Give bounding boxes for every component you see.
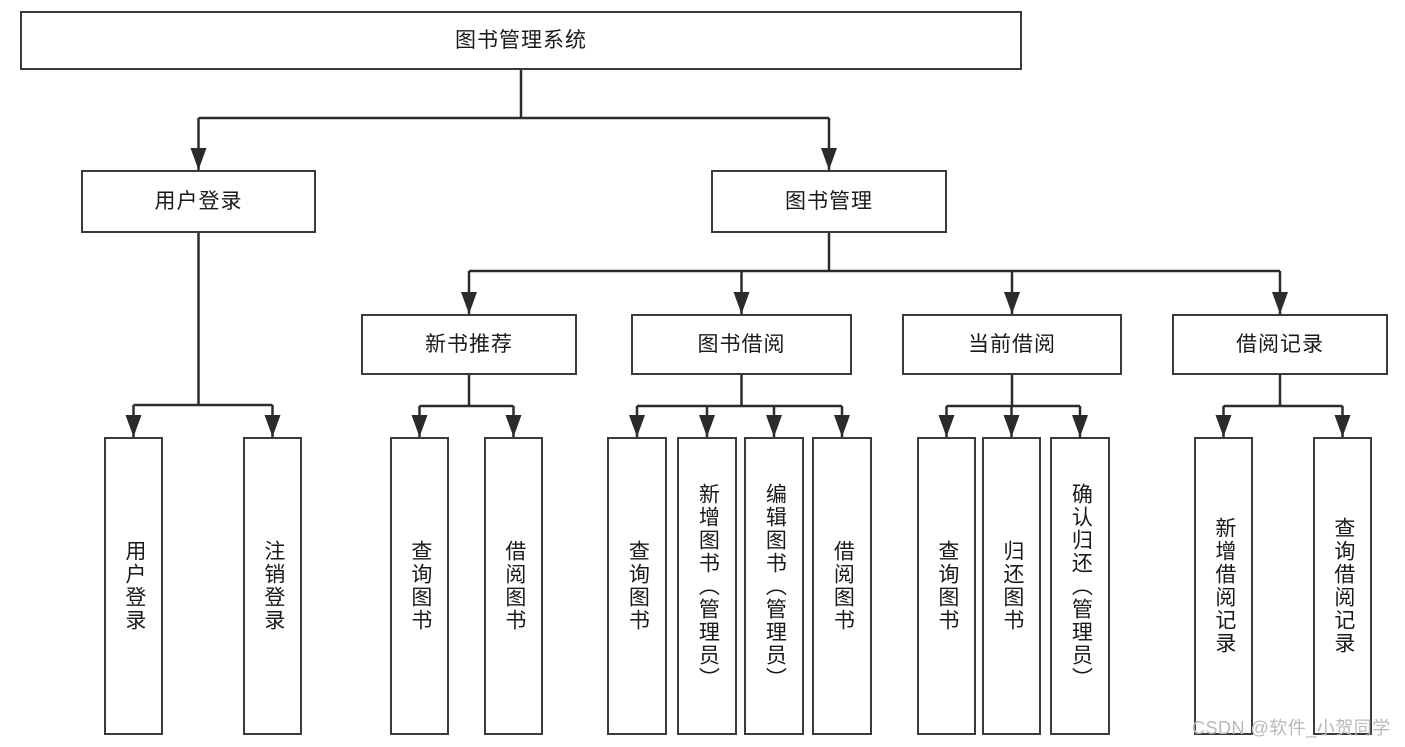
node-label-leaf-return-book: 归还图书 (1000, 540, 1024, 632)
node-label-book-borrow: 图书借阅 (697, 332, 786, 356)
node-leaf-confirm-ret[interactable]: 确认归还（管理员） (1050, 437, 1110, 735)
node-leaf-query-book-2[interactable]: 查询图书 (607, 437, 667, 735)
node-label-borrow-record: 借阅记录 (1236, 332, 1324, 356)
node-leaf-add-record[interactable]: 新增借阅记录 (1194, 437, 1253, 735)
node-leaf-query-book-1[interactable]: 查询图书 (390, 437, 449, 735)
node-leaf-query-book-3[interactable]: 查询图书 (917, 437, 976, 735)
node-label-leaf-query-book-3: 查询图书 (935, 540, 959, 632)
node-root[interactable]: 图书管理系统 (20, 11, 1022, 70)
arrowhead-1-1 (264, 415, 281, 437)
arrowhead-6-0 (1215, 415, 1232, 437)
node-new-book-rec[interactable]: 新书推荐 (361, 314, 577, 375)
node-label-leaf-borrow-book-2: 借阅图书 (831, 540, 855, 632)
arrowhead-4-0 (629, 415, 645, 437)
arrowhead-1-0 (125, 415, 142, 437)
arrowhead-4-2 (766, 415, 782, 437)
node-borrow-record[interactable]: 借阅记录 (1172, 314, 1388, 375)
arrowhead-5-2 (1072, 415, 1088, 437)
node-leaf-query-record[interactable]: 查询借阅记录 (1313, 437, 1372, 735)
node-label-current-borrow: 当前借阅 (968, 332, 1056, 356)
arrowhead-4-1 (699, 415, 715, 437)
arrowhead-5-1 (1003, 415, 1020, 437)
arrowhead-2-2 (1004, 292, 1020, 314)
arrowhead-4-3 (834, 415, 850, 437)
node-label-leaf-add-record: 新增借阅记录 (1212, 517, 1236, 655)
node-current-borrow[interactable]: 当前借阅 (902, 314, 1122, 375)
arrowhead-2-3 (1272, 292, 1288, 314)
node-leaf-borrow-book-2[interactable]: 借阅图书 (812, 437, 872, 735)
node-label-leaf-query-book-2: 查询图书 (626, 540, 650, 632)
node-label-leaf-borrow-book-1: 借阅图书 (502, 540, 526, 632)
node-label-leaf-logout: 注销登录 (261, 540, 285, 632)
arrowhead-0-1 (821, 148, 837, 170)
node-book-borrow[interactable]: 图书借阅 (631, 314, 852, 375)
node-label-leaf-add-book: 新增图书（管理员） (696, 482, 720, 690)
node-label-leaf-user-login: 用户登录 (122, 540, 146, 632)
node-label-user-login: 用户登录 (154, 189, 243, 213)
arrowhead-6-1 (1334, 415, 1351, 437)
node-leaf-edit-book[interactable]: 编辑图书（管理员） (744, 437, 804, 735)
watermark-label: CSDN @软件_小贺同学 (1192, 718, 1391, 738)
node-leaf-user-login[interactable]: 用户登录 (104, 437, 163, 735)
node-label-leaf-confirm-ret: 确认归还（管理员） (1069, 482, 1093, 690)
node-label-book-manage: 图书管理 (785, 189, 873, 213)
node-label-root: 图书管理系统 (455, 28, 587, 52)
node-leaf-borrow-book-1[interactable]: 借阅图书 (484, 437, 543, 735)
arrowhead-3-0 (411, 415, 428, 437)
arrowhead-3-1 (505, 415, 522, 437)
arrowhead-2-0 (461, 292, 477, 314)
node-leaf-logout[interactable]: 注销登录 (243, 437, 302, 735)
node-label-leaf-query-record: 查询借阅记录 (1331, 517, 1355, 655)
node-leaf-return-book[interactable]: 归还图书 (982, 437, 1041, 735)
arrowhead-0-0 (190, 148, 207, 170)
node-user-login[interactable]: 用户登录 (81, 170, 316, 233)
node-label-leaf-edit-book: 编辑图书（管理员） (763, 482, 787, 690)
arrowhead-2-1 (733, 292, 750, 314)
node-leaf-add-book[interactable]: 新增图书（管理员） (677, 437, 737, 735)
node-book-manage[interactable]: 图书管理 (711, 170, 947, 233)
arrowhead-5-0 (938, 415, 955, 437)
node-label-new-book-rec: 新书推荐 (425, 332, 513, 356)
node-label-leaf-query-book-1: 查询图书 (408, 540, 432, 632)
